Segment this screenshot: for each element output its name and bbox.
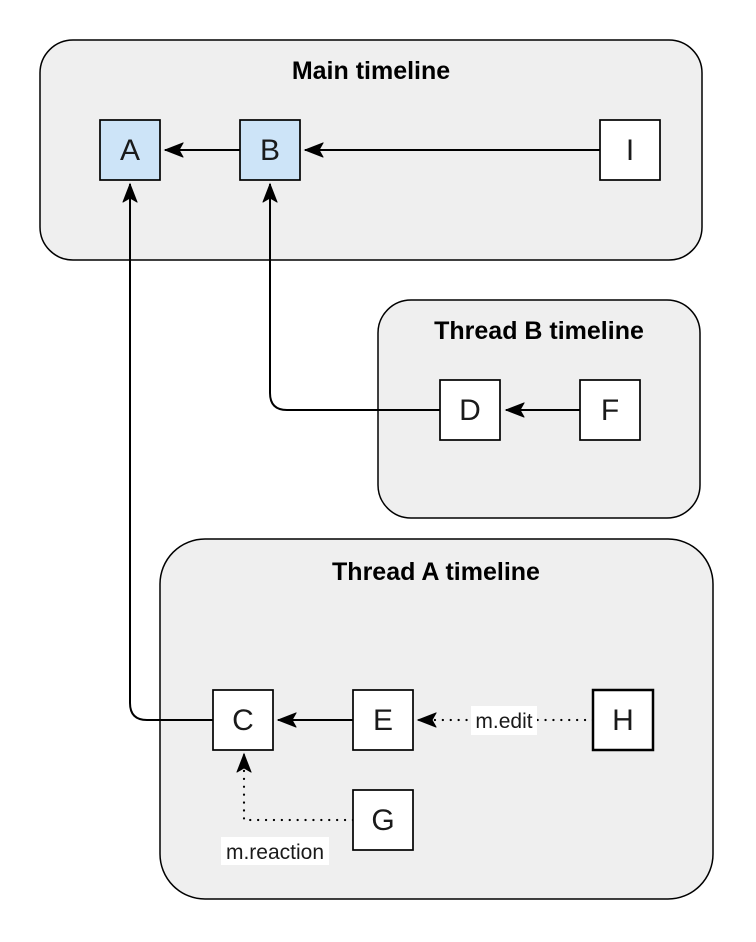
thread-b-timeline-title: Thread B timeline [434, 317, 644, 345]
node-I-box [599, 119, 661, 181]
edge-C-to-A [130, 184, 213, 721]
node-B-label: B [260, 134, 280, 167]
m-reaction-label-background [221, 837, 329, 865]
node-H: H [591, 688, 655, 752]
node-I-label: I [626, 134, 634, 167]
node-C-label: C [232, 704, 254, 737]
m-reaction-edge-label: m.reaction [221, 837, 329, 865]
node-G-label: G [371, 804, 394, 837]
edge-D-to-B [270, 184, 440, 411]
m-edit-label-background [471, 706, 537, 735]
node-H-label: H [612, 704, 634, 737]
main-timeline-title: Main timeline [292, 57, 450, 85]
node-D-box [439, 379, 501, 441]
node-D: D [439, 379, 501, 441]
m-reaction-label: m.reaction [226, 841, 324, 864]
m-edit-edge-label: m.edit [471, 706, 537, 735]
node-A: A [99, 119, 161, 181]
node-D-label: D [459, 394, 481, 427]
node-E-box [352, 689, 414, 751]
node-F: F [579, 379, 641, 441]
node-F-label: F [601, 394, 619, 427]
node-E-label: E [373, 704, 393, 737]
m-edit-label: m.edit [475, 710, 532, 733]
node-F-box [579, 379, 641, 441]
node-A-box [99, 119, 161, 181]
node-A-label: A [120, 134, 140, 167]
node-B-box [239, 119, 301, 181]
node-G: G [352, 789, 414, 851]
node-I: I [599, 119, 661, 181]
node-C: C [212, 689, 274, 751]
node-C-box [212, 689, 274, 751]
node-E: E [352, 689, 414, 751]
thread-a-timeline-title: Thread A timeline [332, 558, 540, 586]
node-H-box [591, 688, 655, 752]
node-B: B [239, 119, 301, 181]
node-G-box [352, 789, 414, 851]
